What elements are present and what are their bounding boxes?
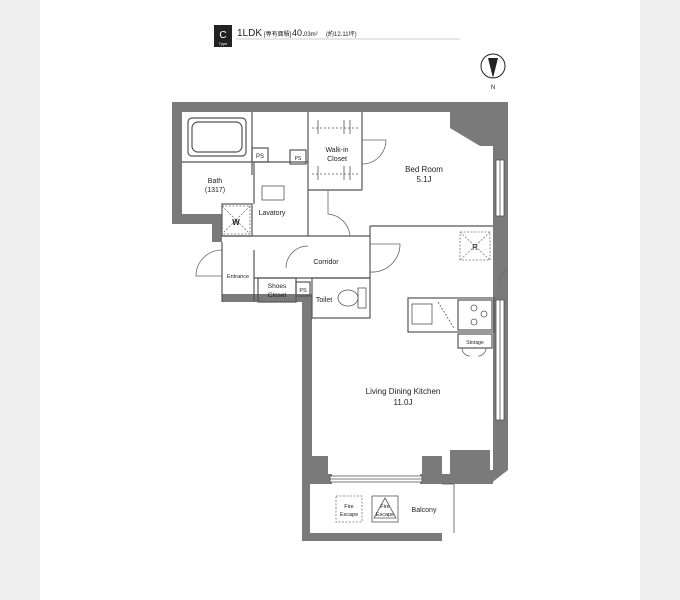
stove-burner-icon (470, 318, 478, 326)
bedroom-size: 5.1J (416, 175, 431, 184)
area-tsubo: (約12.11坪) (326, 30, 357, 38)
shoes-closet-label: Shoes (268, 283, 287, 290)
fire-escape-2 (371, 495, 399, 523)
plan-header: C Type 1LDK [専有面積] 40. 03m² (約12.11坪) (214, 25, 460, 47)
ldk-size: 11.0J (394, 398, 413, 407)
fixtures (261, 185, 488, 329)
entrance-label: Entrance (227, 274, 249, 280)
toilet-icon (337, 289, 359, 307)
ps-label: PS (256, 154, 264, 160)
toilet-label: Toilet (316, 297, 332, 304)
closet-rods (312, 120, 358, 180)
layout-type: 1LDK (237, 28, 262, 39)
fire-escape-1 (335, 495, 363, 523)
fire-escape-label-2: Escape (376, 512, 394, 518)
storage-label: Storage (466, 340, 484, 346)
floor-plan-sheet: C Type 1LDK [専有面積] 40. 03m² (約12.11坪) N (40, 0, 640, 600)
fridge-space (459, 231, 491, 261)
fire-escape-label: Fire (344, 504, 353, 510)
ps-label: PS (299, 288, 307, 294)
stove-burner-icon (480, 310, 488, 318)
north-label: N (491, 85, 495, 91)
sink-icon (411, 303, 433, 325)
type-sub: Type (219, 41, 228, 46)
type-letter: C (219, 30, 226, 41)
washer-label: W (232, 218, 240, 227)
bath-label: Bath (208, 178, 223, 185)
ps-label: PS (295, 156, 302, 162)
washer-space (221, 205, 251, 235)
partitions (182, 112, 495, 349)
fridge-label: R (472, 243, 478, 252)
room-labels: Bath (1317) PS PS Walk-in Closet Bed Roo… (205, 147, 484, 518)
bath-size: (1317) (205, 187, 225, 194)
area-decimal: 03m² (304, 32, 318, 38)
area-value: 40. (292, 28, 305, 38)
shoes-closet-label-2: Closet (268, 292, 287, 299)
windows (329, 159, 505, 483)
area-label: [専有面積] (264, 30, 292, 38)
fire-escape-label: Fire (380, 504, 389, 510)
balcony-railing (442, 483, 455, 533)
walkin-closet-label-2: Closet (327, 156, 347, 163)
corridor-label: Corridor (313, 259, 339, 266)
north-arrow-icon: N (480, 53, 506, 91)
toilet-tank (357, 287, 367, 309)
fire-escape-label-2: Escape (340, 512, 358, 518)
bedroom-label: Bed Room (405, 165, 443, 174)
doors (195, 139, 509, 357)
stove-burner-icon (470, 304, 478, 312)
lavatory-label: Lavatory (259, 210, 286, 217)
washbasin-icon (261, 185, 285, 201)
appliance-boxes (221, 205, 491, 523)
ldk-label: Living Dining Kitchen (366, 387, 441, 396)
balcony-label: Balcony (412, 507, 437, 514)
floor-plan: C Type 1LDK [専有面積] 40. 03m² (約12.11坪) N (172, 25, 509, 541)
walkin-closet-label: Walk-in (325, 147, 348, 154)
type-badge (214, 25, 232, 47)
